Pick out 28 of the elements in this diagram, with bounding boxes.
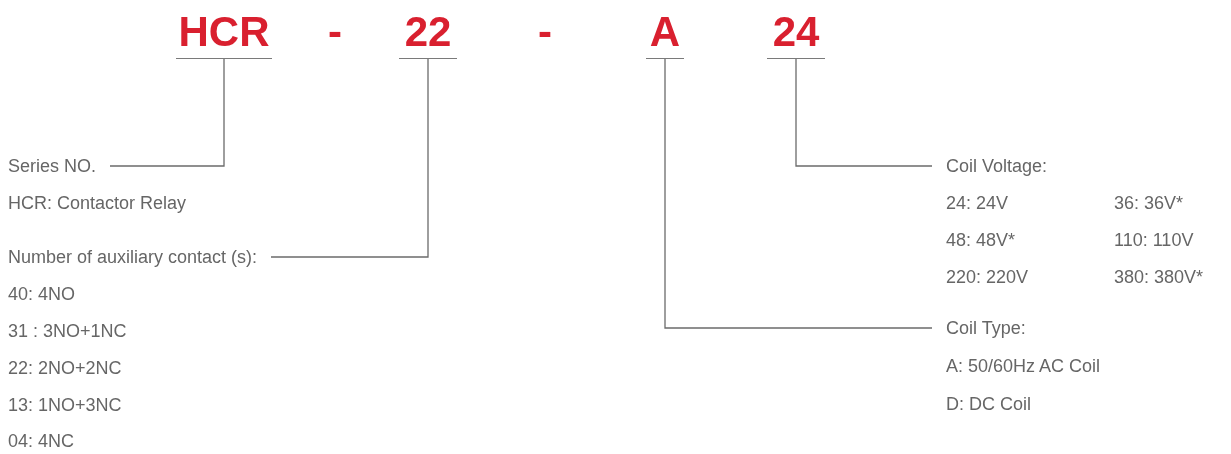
option-text: 36: 36V* [1114,192,1184,215]
leader-line [795,58,933,167]
option-text: 04: 4NC [8,430,75,453]
option-text: 24: 24V [946,192,1009,215]
separator-dash: - [538,8,552,56]
leader-line [109,58,225,167]
code-segment: 22 [399,8,457,59]
option-text: 220: 220V [946,266,1029,289]
option-text: 13: 1NO+3NC [8,394,122,417]
option-text: D: DC Coil [946,393,1031,416]
field-heading: Coil Voltage: [932,154,1048,178]
field-heading: Coil Type: [932,316,1026,340]
option-text: HCR: Contactor Relay [8,192,187,215]
code-segment: 24 [767,8,825,59]
option-text: A: 50/60Hz AC Coil [946,355,1101,378]
option-text: 40: 4NO [8,283,76,306]
option-text: 380: 380V* [1114,266,1204,289]
option-text: 110: 110V [1114,229,1194,252]
leader-line [664,58,933,329]
separator-dash: - [328,8,342,56]
option-text: 22: 2NO+2NC [8,357,122,380]
code-segment: HCR [176,8,272,59]
code-segment: A [646,8,684,59]
option-text: 31 : 3NO+1NC [8,320,127,343]
leader-line [270,58,429,258]
field-heading: Number of auxiliary contact (s): [8,245,272,269]
field-heading: Series NO. [8,154,111,178]
option-text: 48: 48V* [946,229,1016,252]
